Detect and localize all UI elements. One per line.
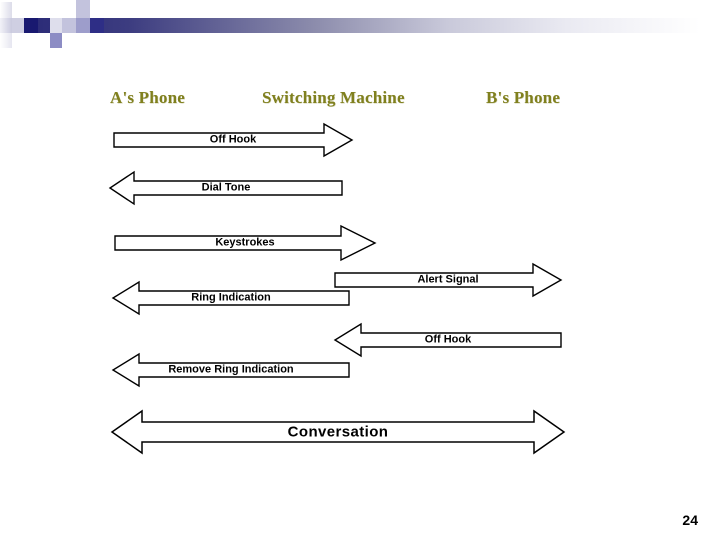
header-square bbox=[90, 0, 104, 18]
message-arrow-alert-signal: Alert Signal bbox=[333, 262, 563, 298]
header-square bbox=[76, 0, 90, 18]
message-arrow-keystrokes: Keystrokes bbox=[113, 224, 377, 262]
header-square bbox=[62, 18, 76, 33]
header-gradient-bar bbox=[35, 18, 700, 33]
header-square bbox=[12, 18, 24, 33]
header-square bbox=[24, 18, 38, 33]
header-square bbox=[104, 0, 118, 18]
message-arrow-conversation: Conversation bbox=[110, 408, 566, 456]
column-title-b-phone: B's Phone bbox=[486, 88, 561, 107]
header-square bbox=[90, 18, 104, 33]
message-arrow-ring-indication: Ring Indication bbox=[111, 280, 351, 316]
column-title-switching-machine: Switching Machine bbox=[262, 88, 405, 107]
page-number: 24 bbox=[682, 512, 698, 528]
message-arrow-remove-ring-indication: Remove Ring Indication bbox=[111, 352, 351, 388]
header-square bbox=[0, 18, 12, 33]
header-square bbox=[12, 2, 24, 18]
header-square bbox=[50, 18, 62, 33]
message-arrow-dial-tone: Dial Tone bbox=[108, 170, 344, 206]
message-arrow-off-hook-b: Off Hook bbox=[333, 322, 563, 358]
header-square bbox=[0, 33, 12, 48]
header-square bbox=[0, 2, 12, 18]
header-square bbox=[76, 18, 90, 33]
column-title-a-phone: A's Phone bbox=[110, 88, 186, 107]
header-square bbox=[50, 2, 62, 18]
message-arrow-off-hook-a: Off Hook bbox=[112, 122, 354, 158]
header-square bbox=[62, 2, 76, 18]
header-square bbox=[50, 33, 62, 48]
